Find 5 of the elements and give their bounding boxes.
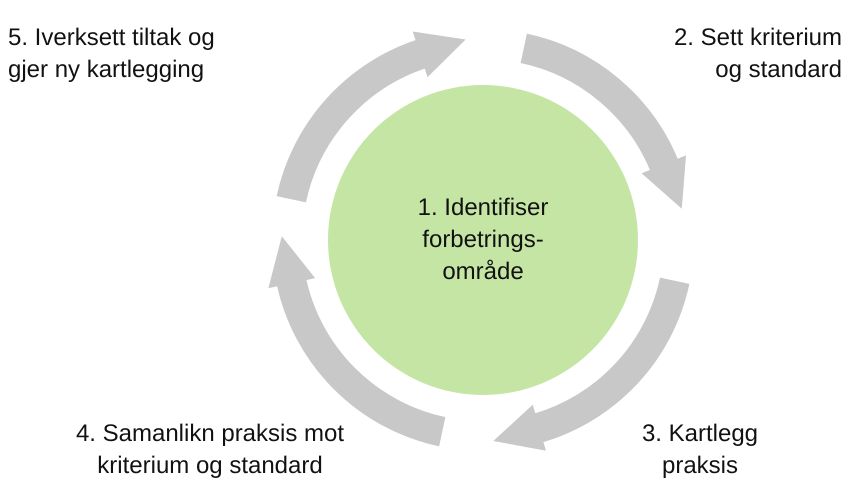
step-label: 4. Samanlikn praksis mot kriterium og standard	[74, 419, 346, 481]
step-label: 5. Iverksett tiltak og gjer ny kartlegging	[8, 23, 216, 85]
step-label: 3. Kartlegg praksis	[640, 419, 760, 481]
step-label: 2. Sett kriterium og standard	[672, 23, 842, 85]
circle-label: 1. Identifiser forbetrings-område	[416, 193, 550, 287]
